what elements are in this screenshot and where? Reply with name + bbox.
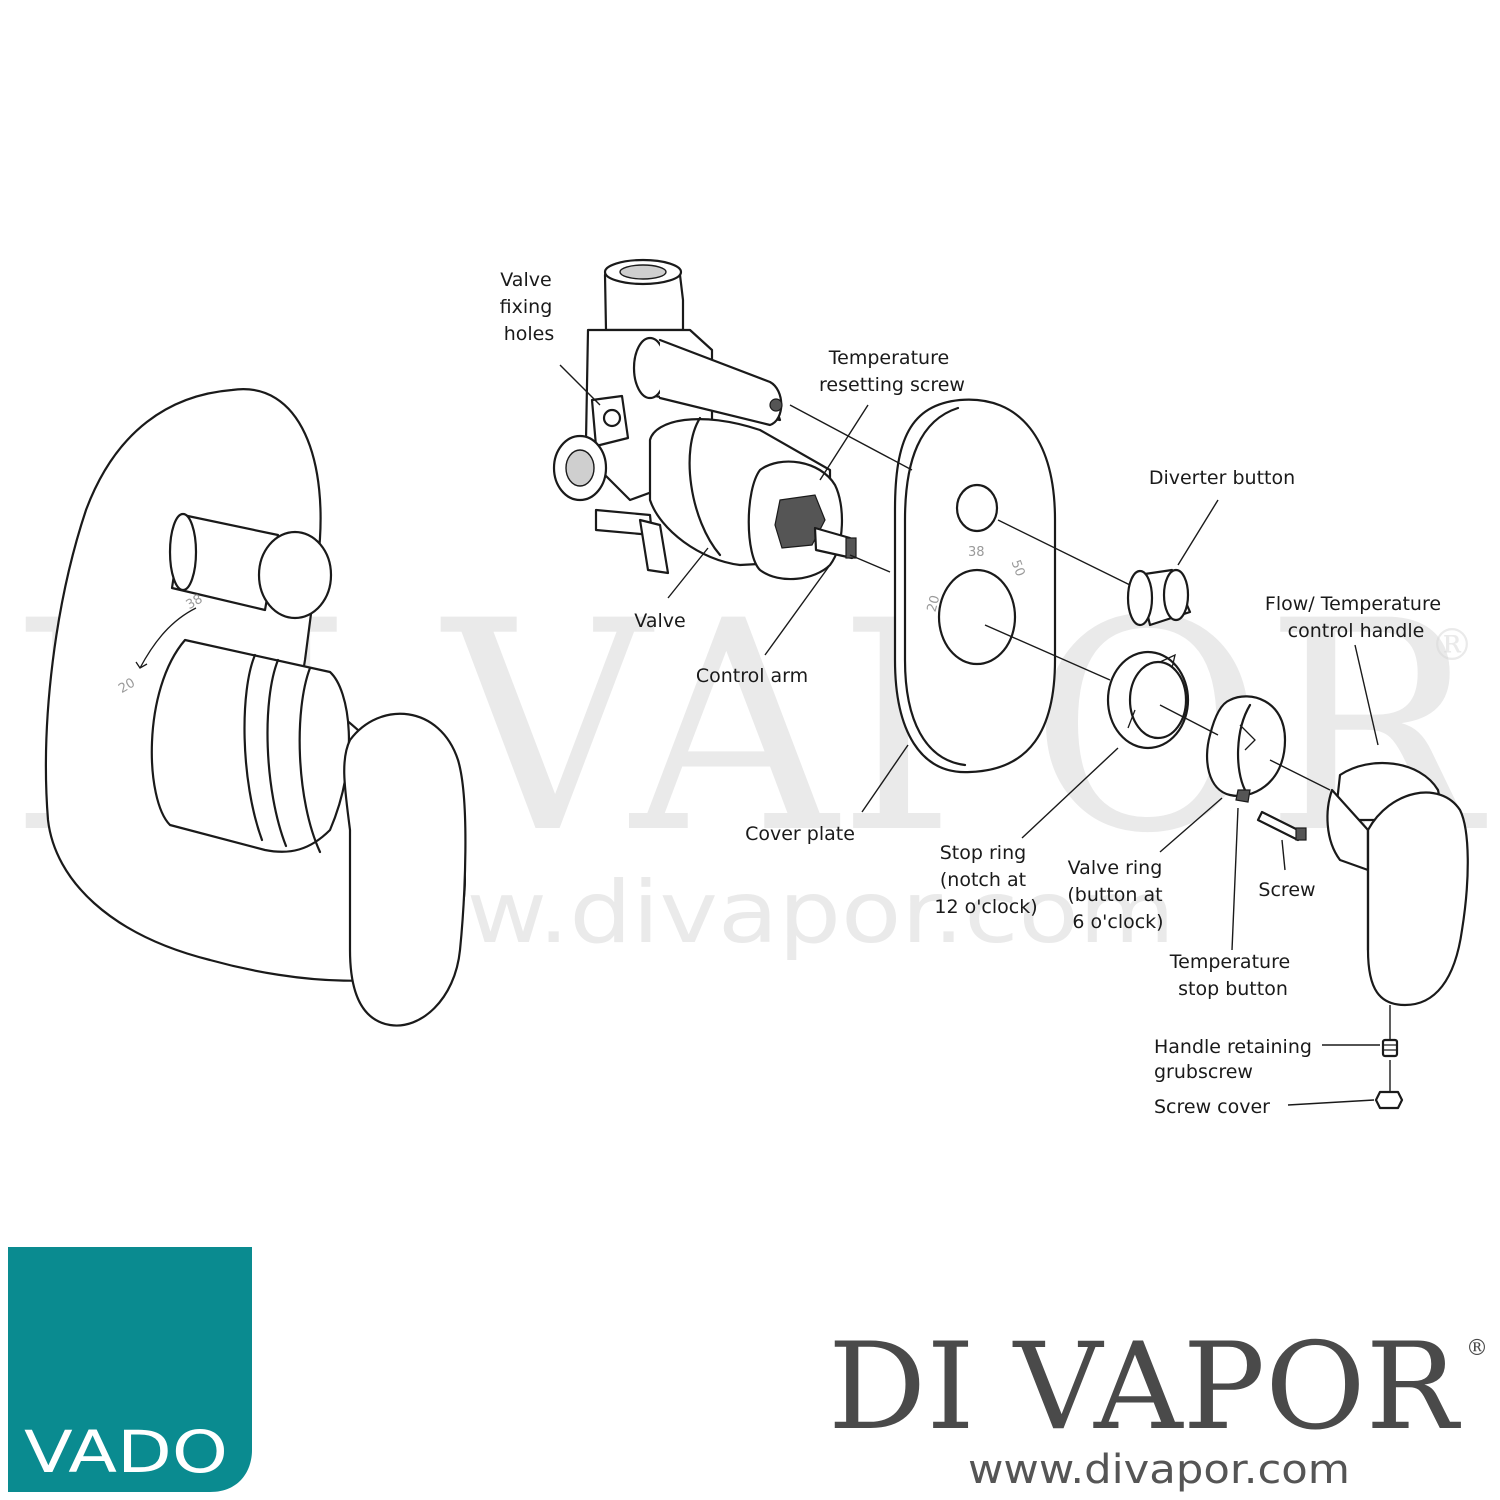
label-stop-ring: Stop ring (notch at 12 o'clock) [934,842,1037,918]
label-handle-retaining-grubscrew: Handle retaining grubscrew [1154,1036,1318,1083]
divapor-registered-mark: ® [1466,1336,1488,1361]
watermark-registered: ® [1430,620,1474,671]
vado-logo-text: VADO [24,1418,228,1486]
assembled-mixer-illustration: 20 38 [44,388,467,1027]
label-temperature-stop-button: Temperature stop button [1169,951,1296,1000]
label-flow-temperature-control-handle: Flow/ Temperature control handle [1265,593,1447,642]
label-control-arm: Control arm [696,665,808,687]
assembly-axis-lines [789,404,1391,1092]
assembled-dial-mark-38: 38 [184,592,206,613]
plate-dial-mark-38: 38 [968,545,985,560]
label-valve-ring: Valve ring (button at 6 o'clock) [1067,857,1168,933]
cover-plate: 20 38 50 [893,398,1057,774]
screw-cover-part [1374,1090,1404,1110]
divapor-brand: DI VAPOR ® www.divapor.com [828,1318,1488,1493]
vado-logo: VADO [8,1247,252,1492]
label-diverter-button: Diverter button [1149,467,1295,489]
plate-dial-mark-50: 50 [1008,558,1028,579]
stop-ring [1106,650,1190,750]
assembled-dial-mark-20: 20 [116,676,138,697]
label-screw: Screw [1258,879,1315,901]
label-screw-cover: Screw cover [1154,1096,1270,1118]
plate-dial-mark-20: 20 [925,594,944,614]
control-handle [1326,761,1469,1007]
leader-lines [559,364,1380,1106]
label-valve-fixing-holes: Valve fixing holes [500,269,559,345]
vado-logo-tile [8,1247,252,1492]
diverter-button [1126,568,1192,627]
label-temperature-resetting-screw: Temperature resetting screw [819,347,965,396]
divapor-brand-name: DI VAPOR [828,1318,1462,1457]
divapor-brand-url: www.divapor.com [968,1447,1350,1493]
grubscrew-part [1381,1038,1399,1058]
valve-body [552,258,857,581]
valve-ring [1206,695,1287,803]
screw-part [1256,810,1307,842]
label-cover-plate: Cover plate [745,823,855,845]
assembled-diverter-button [168,512,333,620]
label-valve: Valve [634,610,685,632]
assembled-handle [150,638,467,1027]
labels: Valve fixing holes Temperature resetting… [500,269,1447,1118]
